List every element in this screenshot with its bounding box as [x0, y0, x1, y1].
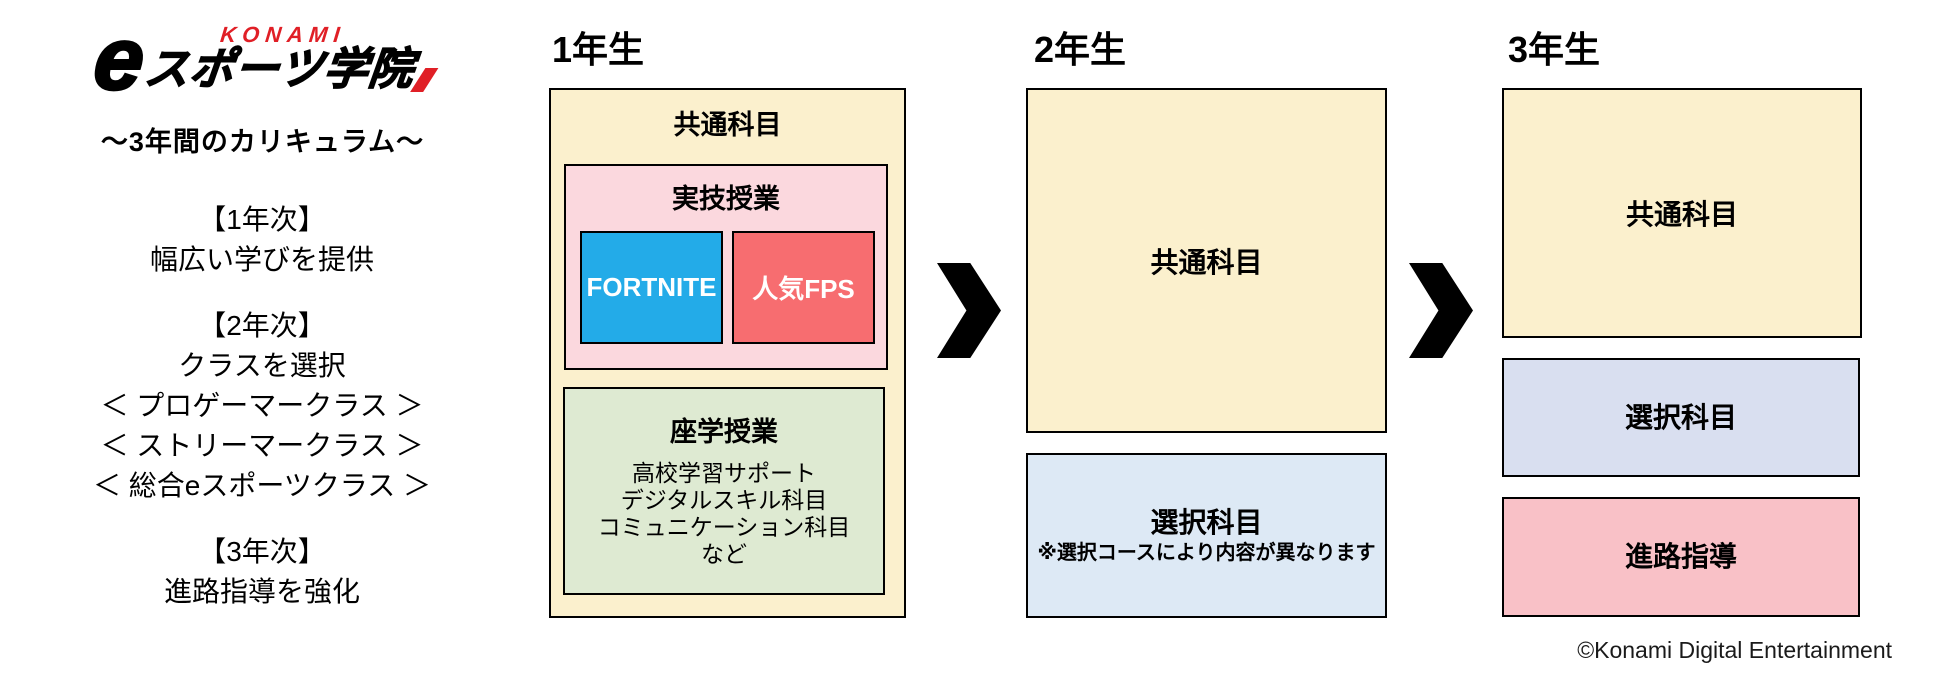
- curriculum-summary: 【1年次】 幅広い学びを提供 【2年次】 クラスを選択 ＜ プロゲーマークラス …: [38, 200, 486, 612]
- year1-practical-classes-title: 実技授業: [672, 184, 780, 214]
- year3-summary-text: 進路指導を強化: [163, 576, 360, 607]
- year1-common-subjects-box: 共通科目 実技授業 FORTNITE 人気FPS 座学授業 高校学習サポート デ…: [549, 88, 906, 618]
- logo-red-slash-accent: [410, 67, 439, 92]
- curriculum-title: 〜3年間のカリキュラム〜: [100, 127, 425, 157]
- year1-summary-heading: 【1年次】: [198, 204, 326, 235]
- year1-summary: 【1年次】 幅広い学びを提供: [38, 200, 486, 280]
- game-box-popular-fps: 人気FPS: [732, 231, 875, 344]
- year1-summary-text: 幅広い学びを提供: [149, 244, 374, 275]
- year1-practical-classes-box: 実技授業 FORTNITE 人気FPS: [564, 164, 888, 370]
- year3-elective-subjects-title: 選択科目: [1624, 401, 1737, 433]
- class-option-streamer: ＜ ストリーマークラス ＞: [100, 430, 424, 461]
- year1-lecture-classes-box: 座学授業 高校学習サポート デジタルスキル科目 コミュニケーション科目 など: [563, 387, 885, 595]
- year1-common-subjects-title: 共通科目: [673, 110, 782, 140]
- logo-wordmark-stack: KONAMI スポーツ学院: [141, 22, 418, 95]
- year3-summary-heading: 【3年次】: [198, 536, 326, 567]
- chevron-right-icon: [1409, 263, 1473, 358]
- copyright-notice: ©Konami Digital Entertainment: [1577, 637, 1892, 663]
- year3-elective-subjects-box: 選択科目: [1502, 358, 1860, 477]
- game-box-fortnite: FORTNITE: [580, 231, 723, 344]
- year2-summary: 【2年次】 クラスを選択 ＜ プロゲーマークラス ＞ ＜ ストリーマークラス ＞…: [38, 306, 486, 506]
- year3-career-guidance-title: 進路指導: [1624, 541, 1737, 572]
- year1-lecture-classes-title: 座学授業: [670, 417, 778, 447]
- lecture-subject-communication: コミュニケーション科目: [597, 514, 851, 540]
- year2-elective-subjects-note: ※選択コースにより内容が異なります: [1037, 541, 1376, 564]
- year1-column-label: 1年生: [552, 29, 645, 70]
- year2-elective-subjects-title: 選択科目: [1150, 506, 1263, 538]
- year2-summary-heading: 【2年次】: [198, 310, 326, 341]
- chevron-right-icon: [937, 263, 1001, 358]
- year3-common-subjects-box: 共通科目: [1502, 88, 1862, 338]
- year1-lecture-subject-list: 高校学習サポート デジタルスキル科目 コミュニケーション科目 など: [565, 460, 883, 568]
- year2-summary-text: クラスを選択: [178, 350, 346, 381]
- year3-column-label: 3年生: [1508, 29, 1601, 70]
- year3-summary: 【3年次】 進路指導を強化: [38, 532, 486, 612]
- year2-column-label: 2年生: [1034, 29, 1127, 70]
- konami-wordmark: KONAMI: [219, 22, 347, 47]
- konami-esports-academy-logo: e KONAMI スポーツ学院: [54, 7, 473, 109]
- school-name-wordmark: スポーツ学院: [141, 44, 417, 95]
- class-option-progamer: ＜ プロゲーマークラス ＞: [100, 390, 424, 421]
- esports-e-logo-mark: e: [88, 7, 150, 109]
- year2-common-subjects-box: 共通科目: [1026, 88, 1387, 433]
- lecture-subject-digital-skills: デジタルスキル科目: [620, 487, 828, 513]
- year3-common-subjects-title: 共通科目: [1625, 199, 1738, 230]
- lecture-subject-highschool-support: 高校学習サポート: [632, 460, 816, 486]
- year3-career-guidance-box: 進路指導: [1502, 497, 1860, 617]
- class-option-general-esports: ＜ 総合eスポーツクラス ＞: [92, 470, 431, 501]
- year2-elective-subjects-box: 選択科目 ※選択コースにより内容が異なります: [1026, 453, 1387, 618]
- lecture-subject-etc: など: [701, 541, 747, 567]
- year2-common-subjects-title: 共通科目: [1150, 246, 1263, 278]
